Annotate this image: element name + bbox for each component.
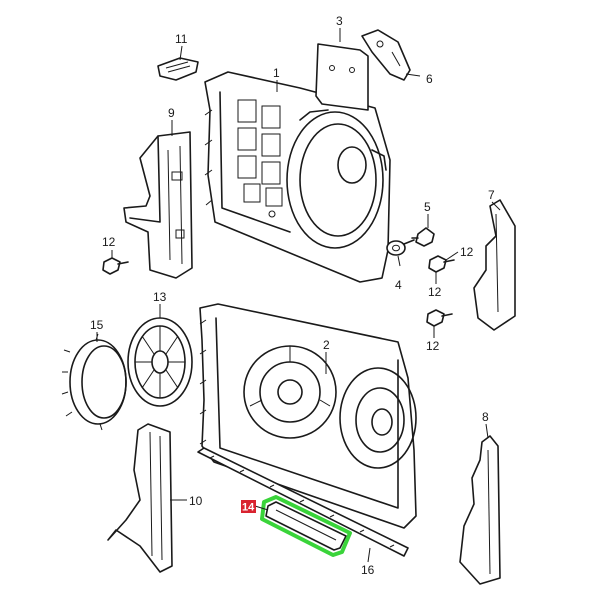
callout-9: 9 bbox=[168, 106, 175, 120]
callout-6: 6 bbox=[426, 72, 433, 86]
part-16-seal-strip bbox=[197, 447, 409, 557]
leader-lines bbox=[96, 28, 501, 563]
highlight-tag-14[interactable]: 14 bbox=[241, 500, 256, 514]
washer-4 bbox=[386, 239, 415, 256]
part-13-fan bbox=[127, 317, 193, 407]
highlight-outline bbox=[260, 495, 352, 557]
callout-12c: 12 bbox=[426, 339, 440, 353]
part-6-bracket bbox=[361, 29, 411, 81]
callout-15: 15 bbox=[90, 318, 104, 332]
callout-2: 2 bbox=[323, 338, 330, 352]
part-11-clip bbox=[157, 57, 199, 81]
part-14-gasket bbox=[260, 495, 352, 557]
part-2-lower-shroud bbox=[199, 303, 417, 529]
callout-12d: 12 bbox=[460, 245, 474, 259]
callout-12a: 12 bbox=[102, 235, 116, 249]
callout-7: 7 bbox=[488, 188, 495, 202]
part-3-cover-plate bbox=[315, 43, 369, 111]
part-7-side-bracket bbox=[473, 199, 516, 331]
callout-3: 3 bbox=[336, 14, 343, 28]
part-8-side-bracket bbox=[459, 435, 501, 585]
screw-5 bbox=[411, 227, 435, 247]
callout-4: 4 bbox=[395, 278, 402, 292]
callout-16: 16 bbox=[361, 563, 375, 577]
callout-1: 1 bbox=[273, 66, 280, 80]
callout-13: 13 bbox=[153, 290, 167, 304]
callout-11: 11 bbox=[175, 32, 188, 46]
callout-5: 5 bbox=[424, 200, 431, 214]
part-1-upper-shroud bbox=[204, 71, 391, 283]
part-10-side-bracket bbox=[107, 423, 173, 573]
highlight-tag-number: 14 bbox=[242, 502, 255, 514]
part-9-side-cover bbox=[123, 131, 193, 279]
callout-12b: 12 bbox=[428, 285, 442, 299]
callout-labels: 1 2 3 4 5 6 7 8 9 10 11 12 12 12 12 13 1… bbox=[90, 14, 495, 577]
highlight-tag-background bbox=[241, 500, 256, 513]
part-15-fan-ring bbox=[61, 333, 127, 431]
bolt-12b bbox=[428, 255, 455, 273]
bolt-12c bbox=[426, 309, 453, 327]
bolt-12a bbox=[102, 257, 129, 275]
callout-8: 8 bbox=[482, 410, 489, 424]
callout-10: 10 bbox=[189, 494, 203, 508]
